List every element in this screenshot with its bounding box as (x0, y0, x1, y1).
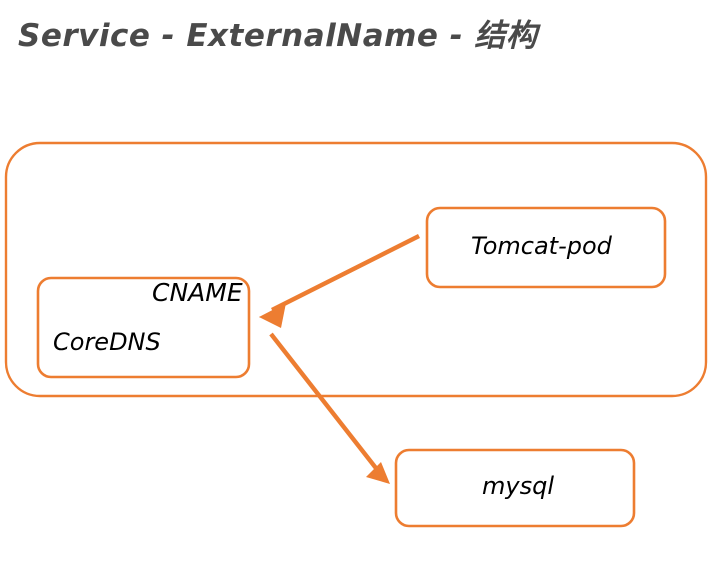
node-box-coredns[interactable] (36, 276, 251, 379)
node-box-tomcat[interactable] (425, 206, 667, 289)
page-title: Service - ExternalName - 结构 (18, 18, 538, 54)
edge-tomcat-to-coredns (259, 234, 420, 328)
edge-coredns-to-mysql (269, 332, 390, 484)
cluster-boundary (4, 141, 708, 398)
node-box-mysql[interactable] (394, 448, 636, 528)
